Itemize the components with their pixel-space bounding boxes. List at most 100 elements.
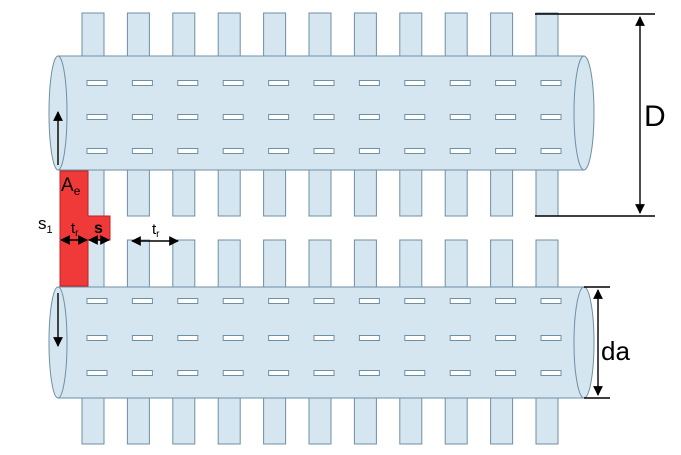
slot <box>268 370 290 376</box>
fin <box>126 239 150 288</box>
slot <box>540 148 562 154</box>
slot <box>222 370 244 376</box>
bottom-tube-upper-fins <box>81 239 559 288</box>
fin <box>535 397 559 445</box>
slot <box>268 80 290 86</box>
slot <box>177 370 199 376</box>
slot <box>404 370 426 376</box>
bottom-tube-slots <box>86 298 562 376</box>
slot <box>449 148 471 154</box>
slot <box>268 298 290 304</box>
top-tube-lower-fins <box>81 169 559 217</box>
fin <box>444 397 468 445</box>
slot <box>222 80 244 86</box>
fin <box>126 169 150 217</box>
tr-label-left: tr <box>71 220 79 239</box>
slot <box>358 298 380 304</box>
slot <box>222 335 244 341</box>
slot <box>495 298 517 304</box>
fin <box>353 397 377 445</box>
slot <box>313 298 335 304</box>
slot <box>268 335 290 341</box>
slot <box>313 148 335 154</box>
slot <box>495 335 517 341</box>
slot <box>404 148 426 154</box>
slot <box>358 335 380 341</box>
slot <box>86 80 108 86</box>
fin <box>399 239 423 288</box>
slot <box>358 370 380 376</box>
slot <box>177 148 199 154</box>
fin <box>263 397 287 445</box>
slot <box>222 148 244 154</box>
slot <box>86 298 108 304</box>
dimension-da <box>584 286 610 399</box>
fin <box>308 169 332 217</box>
slot <box>495 148 517 154</box>
dimension-D <box>535 13 655 217</box>
slot <box>540 114 562 120</box>
top-tube-slots <box>86 80 562 154</box>
slot <box>131 335 153 341</box>
slot <box>449 80 471 86</box>
fin <box>490 169 514 217</box>
fin <box>308 397 332 445</box>
slot <box>313 335 335 341</box>
fin <box>490 239 514 288</box>
s-label: s <box>94 220 103 237</box>
slot <box>131 370 153 376</box>
da-label: da <box>601 336 630 366</box>
slot <box>449 370 471 376</box>
fin <box>308 239 332 288</box>
fin <box>217 239 241 288</box>
slot <box>358 148 380 154</box>
fin <box>126 397 150 445</box>
slot <box>404 335 426 341</box>
slot <box>358 114 380 120</box>
fin <box>444 239 468 288</box>
slot <box>177 114 199 120</box>
fin <box>81 397 105 445</box>
slot <box>540 370 562 376</box>
D-label: D <box>644 100 666 133</box>
slot <box>86 114 108 120</box>
slot <box>404 298 426 304</box>
slot <box>540 80 562 86</box>
fin <box>263 169 287 217</box>
effective-area-highlight <box>59 170 111 287</box>
slot <box>222 298 244 304</box>
slot <box>131 298 153 304</box>
slot <box>222 114 244 120</box>
slot <box>449 298 471 304</box>
slot <box>404 80 426 86</box>
slot <box>358 80 380 86</box>
slot <box>177 80 199 86</box>
slot <box>313 80 335 86</box>
slot <box>495 114 517 120</box>
slot <box>268 148 290 154</box>
fin <box>172 239 196 288</box>
s1-label: s1 <box>38 214 53 236</box>
fin <box>399 397 423 445</box>
slot <box>313 114 335 120</box>
fin <box>263 239 287 288</box>
bottom-tube-lower-fins <box>81 397 559 445</box>
fin <box>353 169 377 217</box>
tr-label-right: tr <box>152 221 160 240</box>
fin <box>535 169 559 217</box>
slot <box>495 80 517 86</box>
slot <box>540 298 562 304</box>
fin <box>217 397 241 445</box>
fin <box>535 239 559 288</box>
fin <box>444 169 468 217</box>
fin <box>353 239 377 288</box>
slot <box>131 148 153 154</box>
slot <box>313 370 335 376</box>
slot <box>131 80 153 86</box>
slot <box>86 370 108 376</box>
bottom-tube <box>48 286 595 399</box>
slot <box>86 335 108 341</box>
fin <box>172 169 196 217</box>
slot <box>131 114 153 120</box>
